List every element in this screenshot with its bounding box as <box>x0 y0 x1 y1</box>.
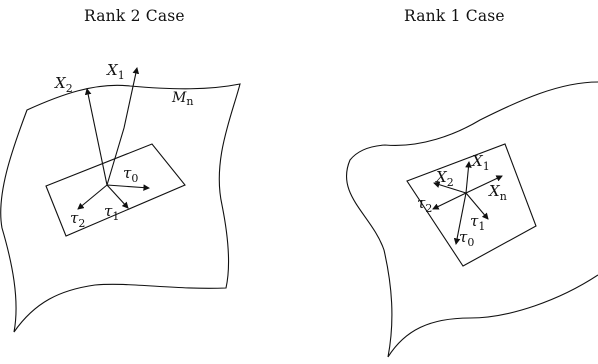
x2-vector-left <box>84 88 108 186</box>
tau0-label-right: τ0 <box>459 228 474 249</box>
tau1-vector-left <box>106 184 129 209</box>
tau1-label-left: τ1 <box>104 202 119 223</box>
tau1-label-right: τ1 <box>470 212 485 233</box>
tau2-vector-left <box>77 184 108 210</box>
rank-1-panel: X1 X2 Xn τ2 τ1 τ0 <box>345 81 598 358</box>
tau2-label-right: τ2 <box>417 194 432 215</box>
x2-label-left: X2 <box>54 74 73 95</box>
x1-label-left: X1 <box>106 61 125 82</box>
manifold-label-left: Mn <box>171 90 193 108</box>
x2-label-right: X2 <box>435 168 454 189</box>
tau2-label-left: τ2 <box>70 209 85 230</box>
x1-label-right: X1 <box>471 152 490 173</box>
tangent-plane-left <box>45 143 186 237</box>
manifold-surface-right <box>345 81 598 358</box>
x1-vector-right <box>465 161 472 194</box>
tau1-vector-right <box>465 192 489 220</box>
rank-2-title: Rank 2 Case <box>84 7 185 25</box>
manifold-surface-left <box>0 83 241 333</box>
xn-vector-right <box>465 175 503 194</box>
x2-vector-right <box>433 181 467 194</box>
rank-2-panel: Mn X2 X1 τ0 τ1 τ2 <box>0 61 241 333</box>
rank-1-title: Rank 1 Case <box>404 7 505 25</box>
xn-label-right: Xn <box>488 182 507 203</box>
tau0-label-left: τ0 <box>123 164 138 185</box>
x1-vector-left <box>106 67 140 186</box>
tau0-vector-left <box>106 184 150 191</box>
tau2-vector-right <box>432 192 467 210</box>
tau0-vector-right <box>453 192 467 245</box>
tangent-plane-right <box>406 143 537 267</box>
